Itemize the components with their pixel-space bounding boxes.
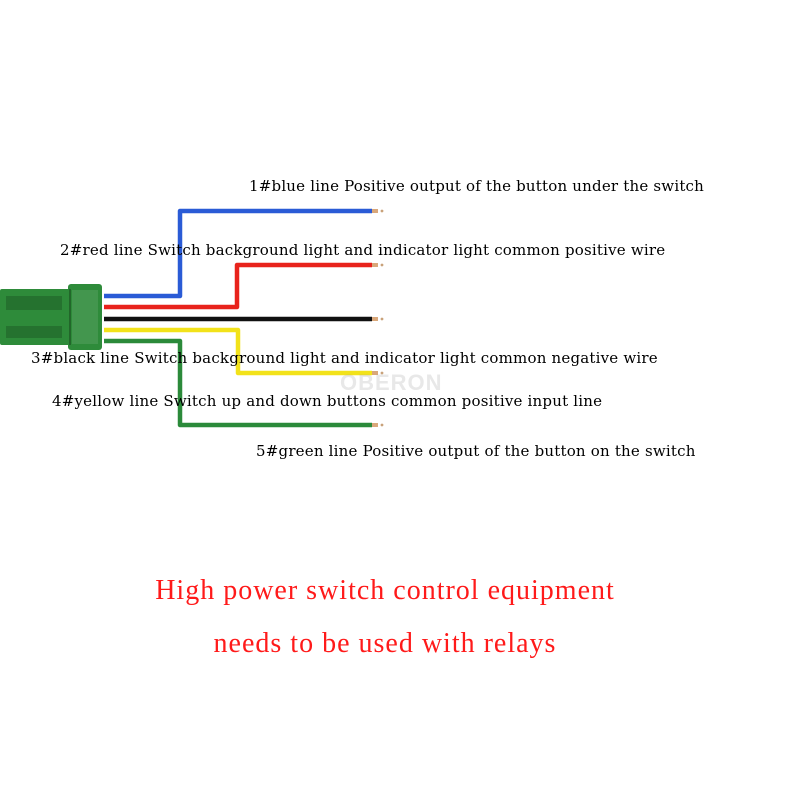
label-black-wire: 3#black line Switch background light and… <box>31 349 658 367</box>
watermark-logo: OBERON <box>340 370 443 395</box>
wire-red <box>104 262 372 310</box>
connector-plug <box>0 284 102 350</box>
wire-tip-yellow <box>372 371 378 375</box>
label-red-wire: 2#red line Switch background light and i… <box>60 241 666 259</box>
label-yellow-wire: 4#yellow line Switch up and down buttons… <box>52 392 603 410</box>
wire-tips <box>372 209 378 427</box>
notice-line-2: needs to be used with relays <box>213 628 557 659</box>
wire-tip-blue <box>372 209 378 213</box>
wire-tip-dots <box>380 209 384 427</box>
wire-yellow <box>104 327 372 376</box>
label-green-wire: 5#green line Positive output of the butt… <box>256 442 696 460</box>
wire-tip-black <box>372 317 378 321</box>
notice-line-1: High power switch control equipment <box>155 575 615 606</box>
wire-green <box>104 338 372 428</box>
wire-blue <box>104 208 372 299</box>
wire-tip-green <box>372 423 378 427</box>
label-blue-wire: 1#blue line Positive output of the butto… <box>249 177 705 195</box>
wire-tip-red <box>372 263 378 267</box>
